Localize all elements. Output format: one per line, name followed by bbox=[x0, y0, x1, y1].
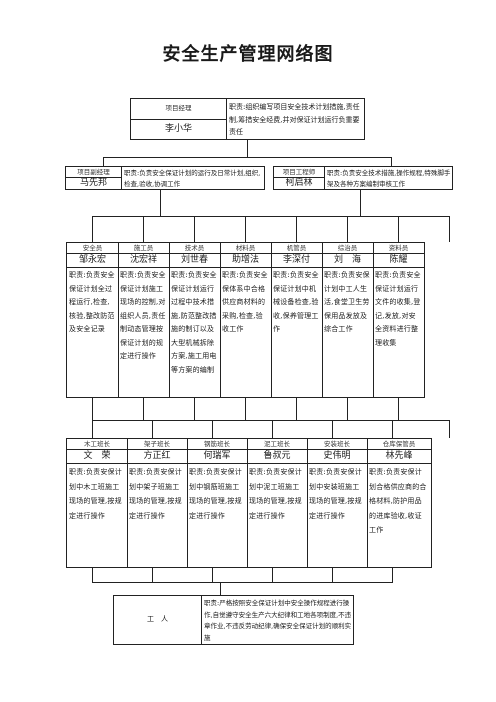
staff-duty-technician: 职责:负责安全保证计划运行过程中技术措施,防范整改措施的制订以及大型机械拆除方案… bbox=[171, 271, 217, 374]
workers-box: 工 人 职责:严格按照安全保证计划中安全操作规程进行操作,自觉遵守安全生产六大纪… bbox=[113, 595, 354, 645]
foreman-name-installation: 史伟明 bbox=[323, 451, 351, 461]
foreman-name-masonry: 鲁叔元 bbox=[263, 451, 291, 461]
staff-role-technician: 技术员 bbox=[184, 244, 205, 252]
pm-duty: 职责:组织编写项目安全技术计划措施,责任制,筹措安全经费,并对保证计划运行负重要… bbox=[229, 103, 360, 136]
staff-name-safety: 邹永宏 bbox=[78, 255, 106, 265]
staff-duty-construction: 职责:负责安全保证计划施工现场的控制,对组织人员,责任制动态管理按保证计划的规定… bbox=[120, 271, 166, 360]
pm-name: 李小华 bbox=[164, 124, 192, 134]
staff-role-construction: 施工员 bbox=[133, 244, 154, 252]
foreman-role-rebar: 钢筋班长 bbox=[204, 440, 230, 448]
foremen-table: 木工班长 架子班长 钢筋班长 泥工班长 安装班长 仓库保管员 文 荣 方正红 何… bbox=[66, 438, 432, 568]
chief-engineer-box: 项目工程师 柯启林 职责:负责安全技术措施,操作规程,特殊脚手架及各种方案编制审… bbox=[273, 166, 453, 190]
staff-duty-general: 职责:负责安保计划中工人生活,食堂卫生劳保用品发放及综合工作 bbox=[324, 271, 370, 333]
chief-engineer-role: 项目工程师 bbox=[282, 168, 316, 176]
foreman-name-carpentry: 文 荣 bbox=[83, 451, 111, 461]
staff-name-materials: 助增法 bbox=[231, 255, 259, 265]
pm-box: 项目经理 李小华 职责:组织编写项目安全技术计划措施,责任制,筹措安全经费,并对… bbox=[130, 98, 365, 140]
staff-duty-machinery: 职责:负责安全保证计划中机械设备检查,验收,保养管理工作 bbox=[273, 271, 319, 333]
deputy-pm-role: 项目副经理 bbox=[77, 168, 110, 176]
staff-role-safety: 安全员 bbox=[82, 244, 103, 252]
staff-role-machinery: 机管员 bbox=[286, 244, 307, 252]
staff-role-documents: 资料员 bbox=[388, 244, 409, 252]
foreman-duty-rebar: 职责:负责安保计划中钢筋班施工现场的管理,按规定进行操作 bbox=[189, 468, 242, 520]
foreman-role-scaffolding: 架子班长 bbox=[144, 440, 170, 448]
staff-duty-safety: 职责:负责安全保证计划全过程运行,检查,核验,整改防范及安全记录 bbox=[69, 271, 115, 333]
foreman-name-scaffolding: 方正红 bbox=[143, 451, 171, 461]
staff-duty-documents: 职责:负责安全保证计划运行文件的收集,登记,发放,对安全资料进行整理收集 bbox=[375, 271, 421, 347]
foreman-duty-installation: 职责:负责安保计划中安装班施工现场的管理,按规定进行操作 bbox=[309, 468, 362, 520]
pm-role: 项目经理 bbox=[165, 104, 192, 112]
deputy-pm-name: 马先邦 bbox=[79, 178, 107, 188]
staff-name-technician: 刘世春 bbox=[180, 255, 208, 265]
page-title: 安全生产管理网络图 bbox=[162, 44, 334, 65]
workers-duty: 职责:严格按照安全保证计划中安全操作规程进行操作,自觉遵守安全生产六大纪律和工地… bbox=[204, 599, 352, 642]
foreman-name-warehouse: 林先峰 bbox=[385, 451, 413, 461]
foreman-role-warehouse: 仓库保管员 bbox=[382, 440, 416, 448]
foreman-role-carpentry: 木工班长 bbox=[84, 440, 110, 448]
staff-name-documents: 陈耀 bbox=[389, 255, 408, 265]
staff-name-general: 刘 海 bbox=[333, 255, 361, 265]
staff-duty-materials: 职责:负责安全保体系中合格供应商材料的采购,检查,验收工作 bbox=[222, 271, 268, 333]
deputy-pm-duty: 职责:负责安全保证计划的运行及日常计划,组织,检查,验收,协调工作 bbox=[124, 169, 261, 188]
workers-label: 工 人 bbox=[147, 615, 168, 623]
staff-role-general: 综治员 bbox=[337, 244, 358, 252]
staff-table: 安全员 施工员 技术员 材料员 机管员 综治员 资料员 邹永宏 沈宏祥 刘世春 … bbox=[66, 242, 425, 398]
foreman-duty-scaffolding: 职责:负责安保计划中架子班施工现场的管理,按规定进行操作 bbox=[129, 468, 182, 520]
chief-engineer-name: 柯启林 bbox=[285, 178, 313, 188]
chief-engineer-duty: 职责:负责安全技术措施,操作规程,特殊脚手架及各种方案编制审核工作 bbox=[327, 169, 451, 188]
foreman-duty-carpentry: 职责:负责安保计划中木工班施工现场的管理,按规定进行操作 bbox=[69, 468, 122, 520]
foreman-name-rebar: 何瑞军 bbox=[203, 451, 231, 461]
foreman-role-installation: 安装班长 bbox=[324, 440, 350, 448]
staff-role-materials: 材料员 bbox=[235, 244, 256, 252]
foreman-duty-masonry: 职责:负责安保计划中泥工班施工现场的管理,按规定进行操作 bbox=[249, 468, 302, 520]
staff-name-machinery: 李深付 bbox=[282, 255, 310, 265]
foreman-duty-warehouse: 职责:负责安保计划合格供应商的合格材料,防护用品的进库验收,收证工作 bbox=[369, 468, 427, 534]
deputy-pm-box: 项目副经理 马先邦 职责:负责安全保证计划的运行及日常计划,组织,检查,验收,协… bbox=[65, 166, 265, 190]
foreman-role-masonry: 泥工班长 bbox=[264, 440, 290, 448]
staff-name-construction: 沈宏祥 bbox=[129, 255, 157, 265]
